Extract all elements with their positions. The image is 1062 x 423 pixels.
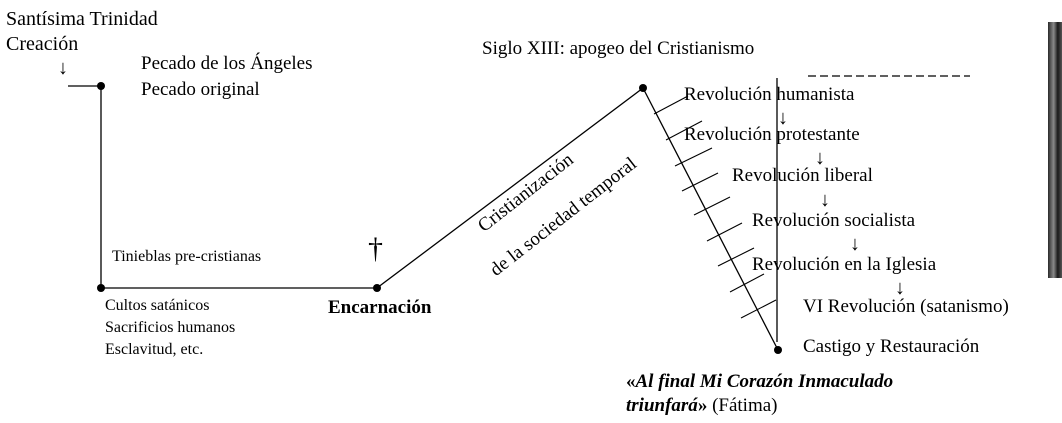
revolution-humanist: Revolución humanista	[684, 84, 855, 105]
pagan-line1: Cultos satánicos	[105, 297, 210, 314]
arrow-down-icon: ↓	[895, 277, 905, 299]
apogee-label: Siglo XIII: apogeo del Cristianismo	[482, 38, 755, 59]
nodes	[97, 82, 782, 354]
darkness-label: Tinieblas pre-cristianas	[112, 248, 262, 265]
arrow-down-icon: ↓	[778, 107, 788, 129]
node-pre-christian	[97, 284, 105, 292]
node-incarnation	[373, 284, 381, 292]
quote-text-1: Al final Mi Corazón Inmaculado	[635, 371, 894, 392]
fatima-quote-line2: triunfará» (Fátima)	[626, 395, 778, 417]
tick	[729, 273, 765, 293]
tick	[693, 196, 731, 216]
decline-line	[642, 87, 779, 351]
tick	[681, 172, 719, 192]
tick	[740, 299, 777, 319]
tick	[706, 222, 743, 242]
node-punishment	[774, 346, 782, 354]
angels-sin-label: Pecado de los Ángeles	[141, 53, 313, 74]
creation-label: Creación	[6, 33, 79, 55]
tick	[665, 120, 703, 141]
arrow-down-icon: ↓	[850, 233, 860, 255]
revolution-liberal: Revolución liberal	[732, 165, 873, 186]
pagan-line2: Sacrificios humanos	[105, 319, 236, 336]
revolution-church: Revolución en la Iglesia	[752, 254, 937, 275]
photo-fragment	[1048, 22, 1062, 278]
tick	[674, 147, 713, 167]
tick	[653, 95, 689, 115]
arrow-down-icon: ↓	[815, 147, 825, 169]
christianization-line	[376, 87, 644, 289]
punishment-label: Castigo y Restauración	[803, 336, 980, 357]
node-apogee	[639, 84, 647, 92]
trinity-label: Santísima Trinidad	[6, 8, 158, 30]
revolution-sixth: VI Revolución (satanismo)	[803, 296, 1009, 317]
quote-source: (Fátima)	[707, 395, 778, 416]
arrow-down-icon: ↓	[58, 57, 68, 79]
arrow-down-icon: ↓	[820, 189, 830, 211]
tick	[717, 247, 755, 267]
cross-icon: †	[368, 232, 383, 265]
pagan-line3: Esclavitud, etc.	[105, 341, 204, 358]
decline-ticks	[653, 95, 777, 319]
revolution-socialist: Revolución socialista	[752, 210, 916, 231]
original-sin-label: Pecado original	[141, 79, 260, 100]
revolution-protestant: Revolución protestante	[684, 124, 860, 145]
incarnation-label: Encarnación	[328, 297, 432, 318]
fatima-quote-line1: «Al final Mi Corazón Inmaculado	[626, 371, 893, 393]
quote-open: «	[626, 371, 636, 392]
node-angels-sin	[97, 82, 105, 90]
quote-close: »	[697, 395, 708, 416]
quote-text-2: triunfará	[626, 395, 698, 416]
